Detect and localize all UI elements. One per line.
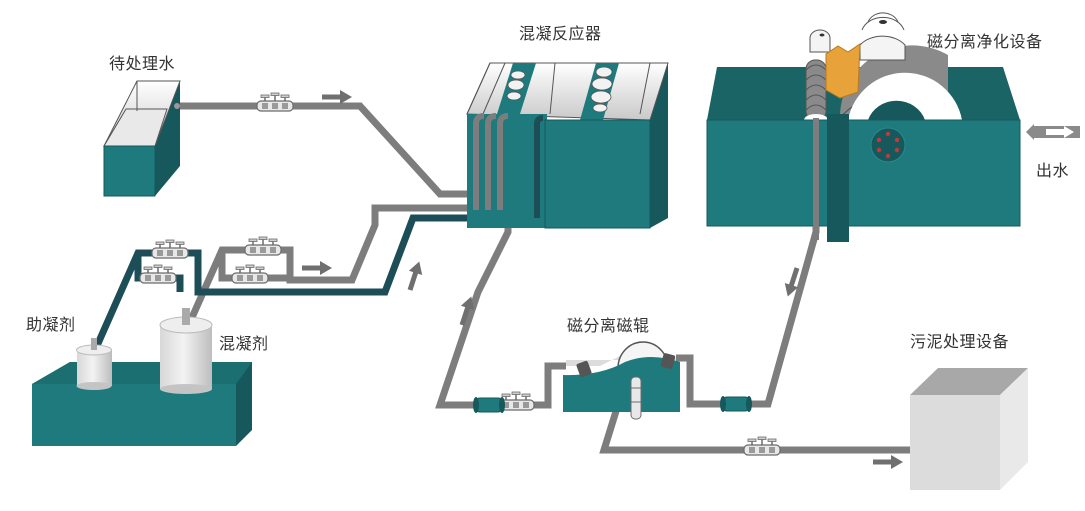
valve-icon [244, 236, 282, 256]
pipe-raw-water-to-reactor [178, 102, 504, 198]
outlet-arrow-icon [1026, 124, 1080, 140]
label-separator: 磁分离净化设备 [927, 32, 1043, 51]
valve-icon [139, 264, 177, 284]
arrow-right-icon [322, 90, 352, 104]
coagulant-aid-tank [76, 338, 112, 390]
coupler-icon [472, 396, 506, 414]
dosing-platform [32, 362, 252, 446]
coagulation-reactor [466, 62, 669, 229]
label-coagulant-aid: 助凝剂 [26, 315, 76, 334]
arrow-right-icon [873, 455, 903, 469]
pipe-drum-to-sludge [599, 406, 910, 454]
magnetic-drum [563, 341, 680, 420]
valve-icon [231, 264, 269, 284]
label-sludge: 污泥处理设备 [910, 332, 1010, 351]
raw-water-tank [103, 80, 181, 197]
arrow-up-icon [403, 259, 426, 293]
valve-icon [151, 239, 189, 259]
sludge-treatment-unit [910, 368, 1028, 490]
label-coagulant: 混凝剂 [219, 334, 269, 353]
label-raw-water: 待处理水 [109, 54, 176, 73]
label-outlet: 出水 [1036, 161, 1070, 180]
valve-icon [743, 436, 781, 456]
valve-icon [256, 92, 294, 112]
coupler-icon [719, 395, 753, 413]
magnetic-separation-unit [706, 12, 1021, 242]
pipe-reactor-to-drum [435, 120, 566, 409]
arrow-right-icon [302, 261, 332, 275]
label-reactor: 混凝反应器 [519, 24, 602, 43]
label-magnetic-drum: 磁分离磁辊 [567, 316, 650, 335]
coagulant-tank [159, 308, 213, 394]
